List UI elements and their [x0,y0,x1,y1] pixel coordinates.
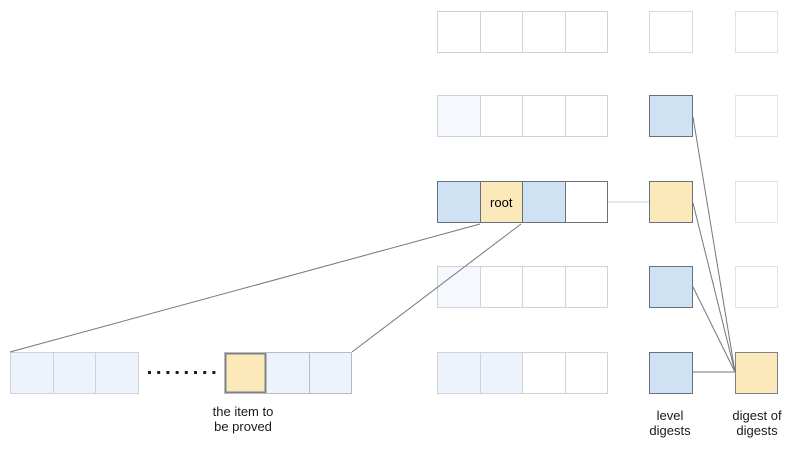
root-cell-label: root [490,194,513,210]
tree-row-4 [437,266,608,308]
item-label-line2: be proved [214,419,272,434]
tree-row-1-cell-1 [438,12,481,52]
tree-row-4-cell-4 [565,267,607,307]
tree-row-5-cell-3 [523,353,566,393]
digest-col-cell-row2 [735,95,778,137]
tree-row-2-cell-3 [523,96,566,136]
item-label: the item to be proved [213,404,274,434]
item-row-right-cell-3 [309,353,351,393]
tree-row-2-cell-2 [480,96,523,136]
digest-of-digests-cell [735,352,778,394]
tree-row-4-cell-3 [523,267,566,307]
connector-level-digest-row4-right-to-digest-of-digests-left [692,286,736,373]
tree-row-4-cell-2 [480,267,523,307]
item-label-line1: the item to [212,404,274,419]
tree-row-5-cell-1 [438,353,481,393]
connector-root-cell-bottom-left-to-item-row-top-left [9,223,481,353]
connector-level-digest-row3-right-to-digest-of-digests-left [692,202,736,373]
digest-of-digests-label-line1: digest of [732,408,782,423]
level-digests-label: level digests [649,408,690,438]
tree-row-3-cell-3 [523,182,566,222]
level-digests-label-line1: level [656,408,684,423]
level-digest-cell-row2 [649,95,693,137]
tree-row-1-cell-4 [565,12,607,52]
tree-row-4-cell-1 [438,267,481,307]
level-digest-cell-row4 [649,266,693,308]
tree-row-3-cell-1 [438,182,481,222]
tree-row-2-cell-4 [565,96,607,136]
tree-row-5-cell-2 [480,353,523,393]
connector-level-digest-row2-right-to-digest-of-digests-left [692,116,736,373]
item-row-left [10,352,139,394]
item-row-left-cell-2 [53,353,97,393]
tree-row-1-cell-3 [523,12,566,52]
item-row-right-cell-1 [225,353,268,393]
tree-row-3: root [437,181,608,223]
tree-row-5-cell-4 [565,353,607,393]
level-digest-cell-row3 [649,181,693,223]
tree-row-1 [437,11,608,53]
tree-row-3-cell-2: root [480,182,523,222]
tree-row-2-cell-1 [438,96,481,136]
level-digest-cell-row1 [649,11,693,53]
tree-row-2 [437,95,608,137]
item-row-left-cell-1 [11,353,54,393]
tree-row-5 [437,352,608,394]
digest-of-digests-label-line2: digests [736,423,778,438]
digest-col-cell-row1 [735,11,778,53]
level-digest-cell-row5 [649,352,693,394]
level-digests-label-line2: digests [649,423,691,438]
tree-row-3-cell-4 [565,182,607,222]
digest-col-cell-row3 [735,181,778,223]
digest-of-digests-label: digest of digests [732,408,781,438]
item-row-right [224,352,352,394]
digest-col-cell-row4 [735,266,778,308]
item-row-right-cell-2 [267,353,310,393]
tree-row-1-cell-2 [480,12,523,52]
item-row-left-cell-3 [96,353,139,393]
